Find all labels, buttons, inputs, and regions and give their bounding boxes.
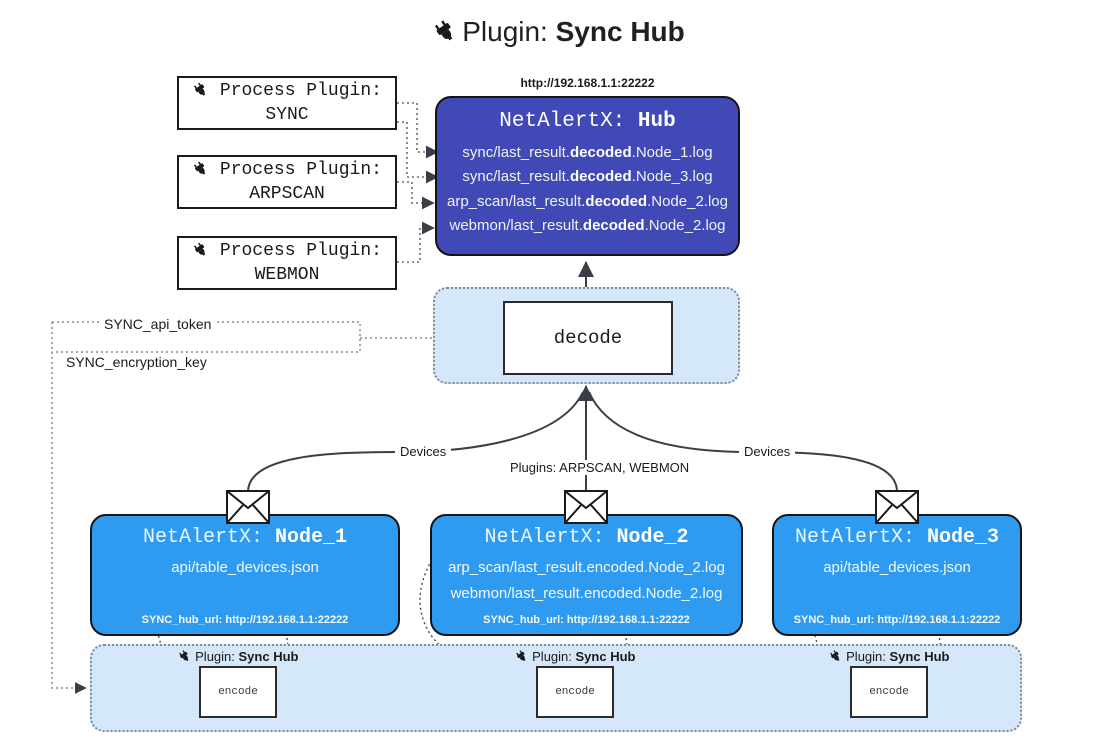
node-line: arp_scan/last_result.encoded.Node_2.log	[448, 559, 725, 576]
process-plugin-label: Process Plugin:	[219, 80, 382, 101]
plug-icon	[432, 18, 458, 51]
envelope-icon	[226, 490, 270, 524]
encode-box[interactable]: encode	[850, 666, 928, 718]
log-post: .Node_2.log	[647, 192, 728, 210]
process-plugin-sync-line1: Process Plugin:	[192, 79, 382, 103]
process-plugin-sync-name: SYNC	[265, 105, 309, 125]
log-em: decoded	[569, 168, 632, 186]
process-plugin-label: Process Plugin:	[219, 240, 382, 261]
hub-log-list: sync/last_result.decoded.Node_1.log sync…	[437, 141, 738, 238]
node-title: NetAlertX: Node_2	[432, 526, 741, 549]
process-plugin-label: Process Plugin:	[219, 159, 382, 180]
edge-node1-to-decode	[247, 391, 584, 493]
encode-label-name: Sync Hub	[575, 649, 636, 664]
hub-node[interactable]: NetAlertX: Hub sync/last_result.decoded.…	[435, 96, 740, 256]
node-title-prefix: NetAlertX:	[794, 526, 915, 549]
node-card-node-3[interactable]: NetAlertX: Node_3 api/table_devices.json…	[772, 514, 1022, 636]
node-footer: SYNC_hub_url: http://192.168.1.1:22222	[793, 614, 1001, 626]
node-title-name: Node_2	[616, 526, 689, 549]
edge-sync-to-hub-2	[397, 121, 439, 184]
encode-box[interactable]: encode	[536, 666, 614, 718]
hub-title-name: Hub	[637, 110, 676, 133]
envelope-icon	[875, 490, 919, 524]
node-footer: SYNC_hub_url: http://192.168.1.1:22222	[141, 614, 349, 626]
node-footer: SYNC_hub_url: http://192.168.1.1:22222	[483, 614, 690, 626]
log-pre: webmon/last_result.	[449, 216, 583, 234]
envelope-icon	[564, 490, 608, 524]
edge-sync-to-hub-1	[397, 102, 439, 159]
plug-icon	[178, 649, 196, 664]
hub-url-label: http://192.168.1.1:22222	[520, 76, 655, 90]
encode-plugin-label: Plugin: Sync Hub	[515, 649, 636, 664]
process-plugin-sync[interactable]: Process Plugin: SYNC	[177, 76, 397, 130]
plug-icon	[192, 160, 220, 180]
hub-log-row: sync/last_result.decoded.Node_3.log	[443, 165, 732, 189]
encode-label-text: Plugin:	[846, 649, 886, 664]
edge-webmon-to-hub	[397, 221, 435, 263]
encode-plugin-label: Plugin: Sync Hub	[829, 649, 950, 664]
edge-label-devices-right: Devices	[739, 444, 796, 459]
log-post: .Node_2.log	[644, 216, 726, 234]
edge-label-plugins: Plugins: ARPSCAN, WEBMON	[505, 460, 695, 475]
sync-api-token-label: SYNC_api_token	[100, 316, 216, 332]
node-card-node-1[interactable]: NetAlertX: Node_1 api/table_devices.json…	[90, 514, 400, 636]
encode-label-text: Plugin:	[195, 649, 235, 664]
node-line: webmon/last_result.encoded.Node_2.log	[450, 584, 723, 602]
encode-label-text: Plugin:	[532, 649, 572, 664]
sync-encryption-key-label: SYNC_encryption_key	[62, 354, 211, 370]
hub-title-prefix: NetAlertX:	[499, 110, 626, 133]
log-em: decoded	[585, 192, 648, 210]
hub-log-row: sync/last_result.decoded.Node_1.log	[443, 141, 732, 165]
plug-icon	[192, 241, 220, 261]
plug-icon	[515, 649, 533, 664]
process-plugin-arpscan-name: ARPSCAN	[249, 184, 325, 204]
hub-log-row: arp_scan/last_result.decoded.Node_2.log	[443, 190, 732, 214]
hub-log-row: webmon/last_result.decoded.Node_2.log	[443, 214, 732, 238]
node-title-name: Node_1	[275, 526, 348, 549]
process-plugin-webmon[interactable]: Process Plugin: WEBMON	[177, 236, 397, 290]
page-title-label: Plugin:	[462, 16, 548, 47]
encode-label-name: Sync Hub	[889, 649, 950, 664]
edge-arpscan-to-hub	[397, 181, 435, 210]
edge-node3-to-decode	[588, 391, 898, 493]
encode-plugin-label: Plugin: Sync Hub	[178, 649, 299, 664]
log-em: decoded	[582, 216, 645, 234]
node-title-prefix: NetAlertX:	[142, 526, 263, 549]
log-pre: sync/last_result.	[462, 168, 570, 186]
log-pre: sync/last_result.	[462, 144, 570, 161]
node-line: api/table_devices.json	[171, 559, 319, 576]
log-pre: arp_scan/last_result.	[447, 192, 586, 210]
page-title: Plugin: Sync Hub	[0, 16, 1117, 51]
edge-label-devices-left: Devices	[395, 444, 452, 459]
log-post: .Node_3.log	[631, 168, 713, 186]
hub-title: NetAlertX: Hub	[437, 110, 738, 133]
process-plugin-webmon-name: WEBMON	[254, 265, 320, 285]
process-plugin-arpscan-line1: Process Plugin:	[192, 158, 382, 182]
node-card-node-2[interactable]: NetAlertX: Node_2 arp_scan/last_result.e…	[430, 514, 743, 636]
encode-label-name: Sync Hub	[238, 649, 299, 664]
node-title-prefix: NetAlertX:	[484, 526, 605, 549]
decode-container: decode	[433, 287, 740, 384]
plug-icon	[829, 649, 847, 664]
encode-band-container: Plugin: Sync Hub encode	[90, 644, 1022, 732]
plug-icon	[192, 81, 220, 101]
encode-box[interactable]: encode	[199, 666, 277, 718]
decode-box[interactable]: decode	[503, 301, 673, 375]
node-title: NetAlertX: Node_3	[774, 526, 1020, 549]
edge-encryption-key-to-band	[51, 322, 87, 694]
process-plugin-webmon-line1: Process Plugin:	[192, 239, 382, 263]
log-em: decoded	[569, 144, 632, 161]
page-title-name: Sync Hub	[555, 16, 685, 47]
node-title-name: Node_3	[927, 526, 1000, 549]
process-plugin-arpscan[interactable]: Process Plugin: ARPSCAN	[177, 155, 397, 209]
node-title: NetAlertX: Node_1	[92, 526, 398, 549]
node-line: api/table_devices.json	[823, 559, 971, 576]
log-post: .Node_1.log	[631, 144, 713, 161]
